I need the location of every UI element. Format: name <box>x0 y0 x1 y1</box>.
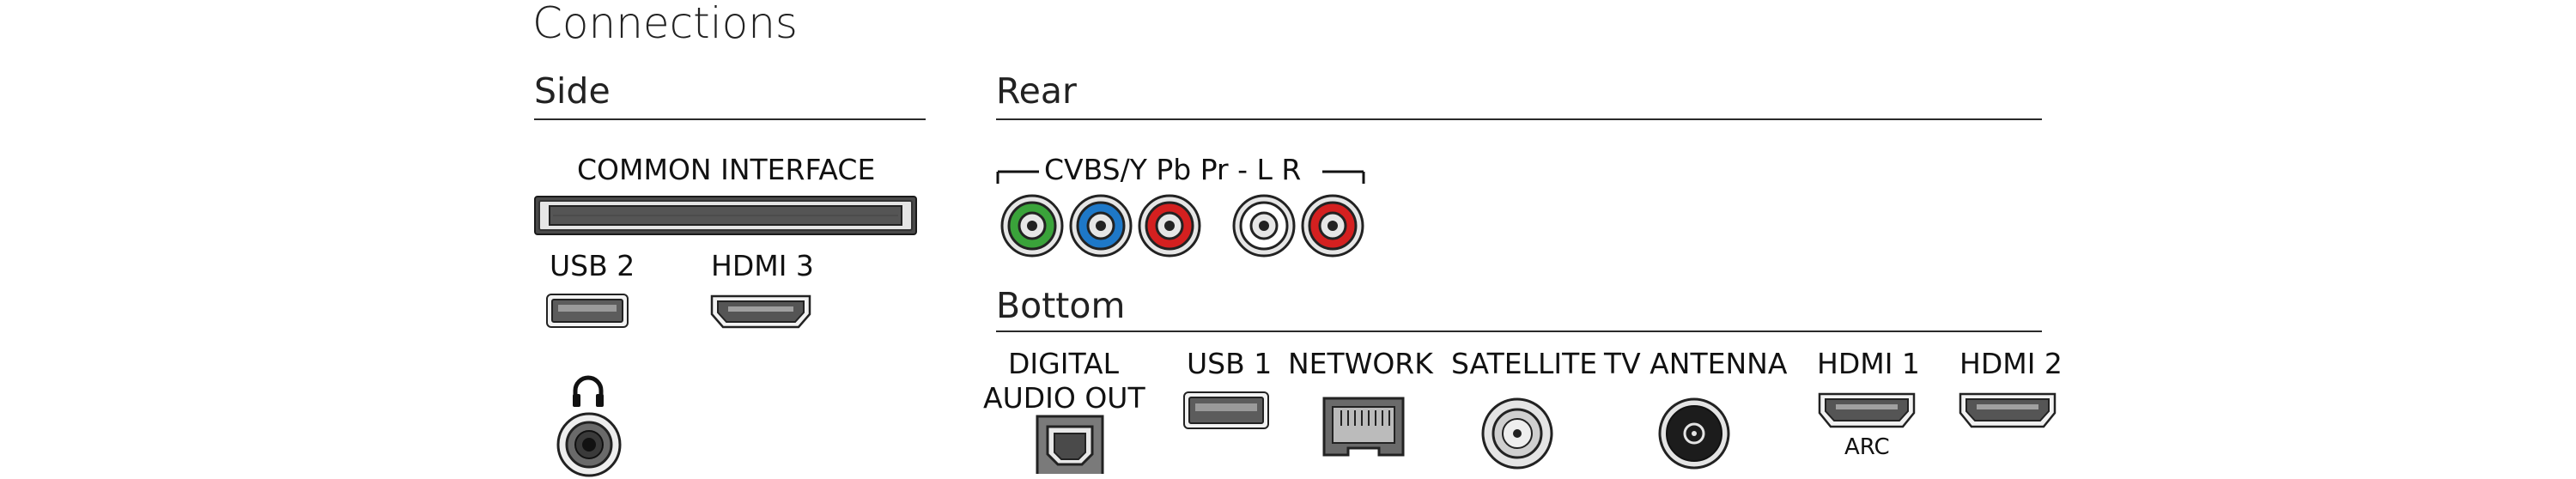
usb1-label: USB 1 <box>1187 347 1273 380</box>
headphones-icon <box>570 373 606 413</box>
satellite-connector <box>1480 397 1554 470</box>
white-jack <box>1231 193 1297 258</box>
tv-antenna-connector <box>1657 397 1731 470</box>
usb2-label: USB 2 <box>550 249 635 282</box>
section-side-title: Side <box>534 70 611 112</box>
section-bottom-title: Bottom <box>996 285 1126 326</box>
av-bracket <box>996 165 1365 189</box>
headphone-jack <box>555 410 623 479</box>
av-bracket-label: CVBS/Y Pb Pr - L R <box>1044 153 1302 186</box>
blue-jack <box>1068 193 1133 258</box>
network-label: NETWORK <box>1288 347 1433 380</box>
digital-audio-out-label-line2: AUDIO OUT <box>983 381 1145 415</box>
side-divider <box>534 118 926 120</box>
rear-divider <box>996 118 2042 120</box>
hdmi1-arc-label: ARC <box>1844 434 1890 460</box>
usb2-port <box>546 294 629 328</box>
hdmi2-label: HDMI 2 <box>1959 347 2063 380</box>
hdmi1-label: HDMI 1 <box>1817 347 1920 380</box>
hdmi1-port <box>1817 391 1917 429</box>
usb1-port <box>1183 391 1269 429</box>
page-title: Connections <box>532 0 798 48</box>
red-audio-jack <box>1300 193 1365 258</box>
tv-antenna-label: TV ANTENNA <box>1604 347 1788 380</box>
common-interface-slot <box>534 196 917 235</box>
green-jack <box>999 193 1065 258</box>
common-interface-label: COMMON INTERFACE <box>577 153 876 186</box>
digital-audio-out-port <box>1036 415 1104 474</box>
digital-audio-out-label-line1: DIGITAL <box>1008 347 1120 380</box>
hdmi3-port <box>709 294 812 330</box>
network-port <box>1322 397 1405 457</box>
bottom-divider <box>996 330 2042 332</box>
hdmi2-port <box>1958 391 2057 429</box>
satellite-label: SATELLITE <box>1451 347 1598 380</box>
red-jack <box>1137 193 1202 258</box>
section-rear-title: Rear <box>996 70 1077 112</box>
hdmi3-label: HDMI 3 <box>711 249 814 282</box>
